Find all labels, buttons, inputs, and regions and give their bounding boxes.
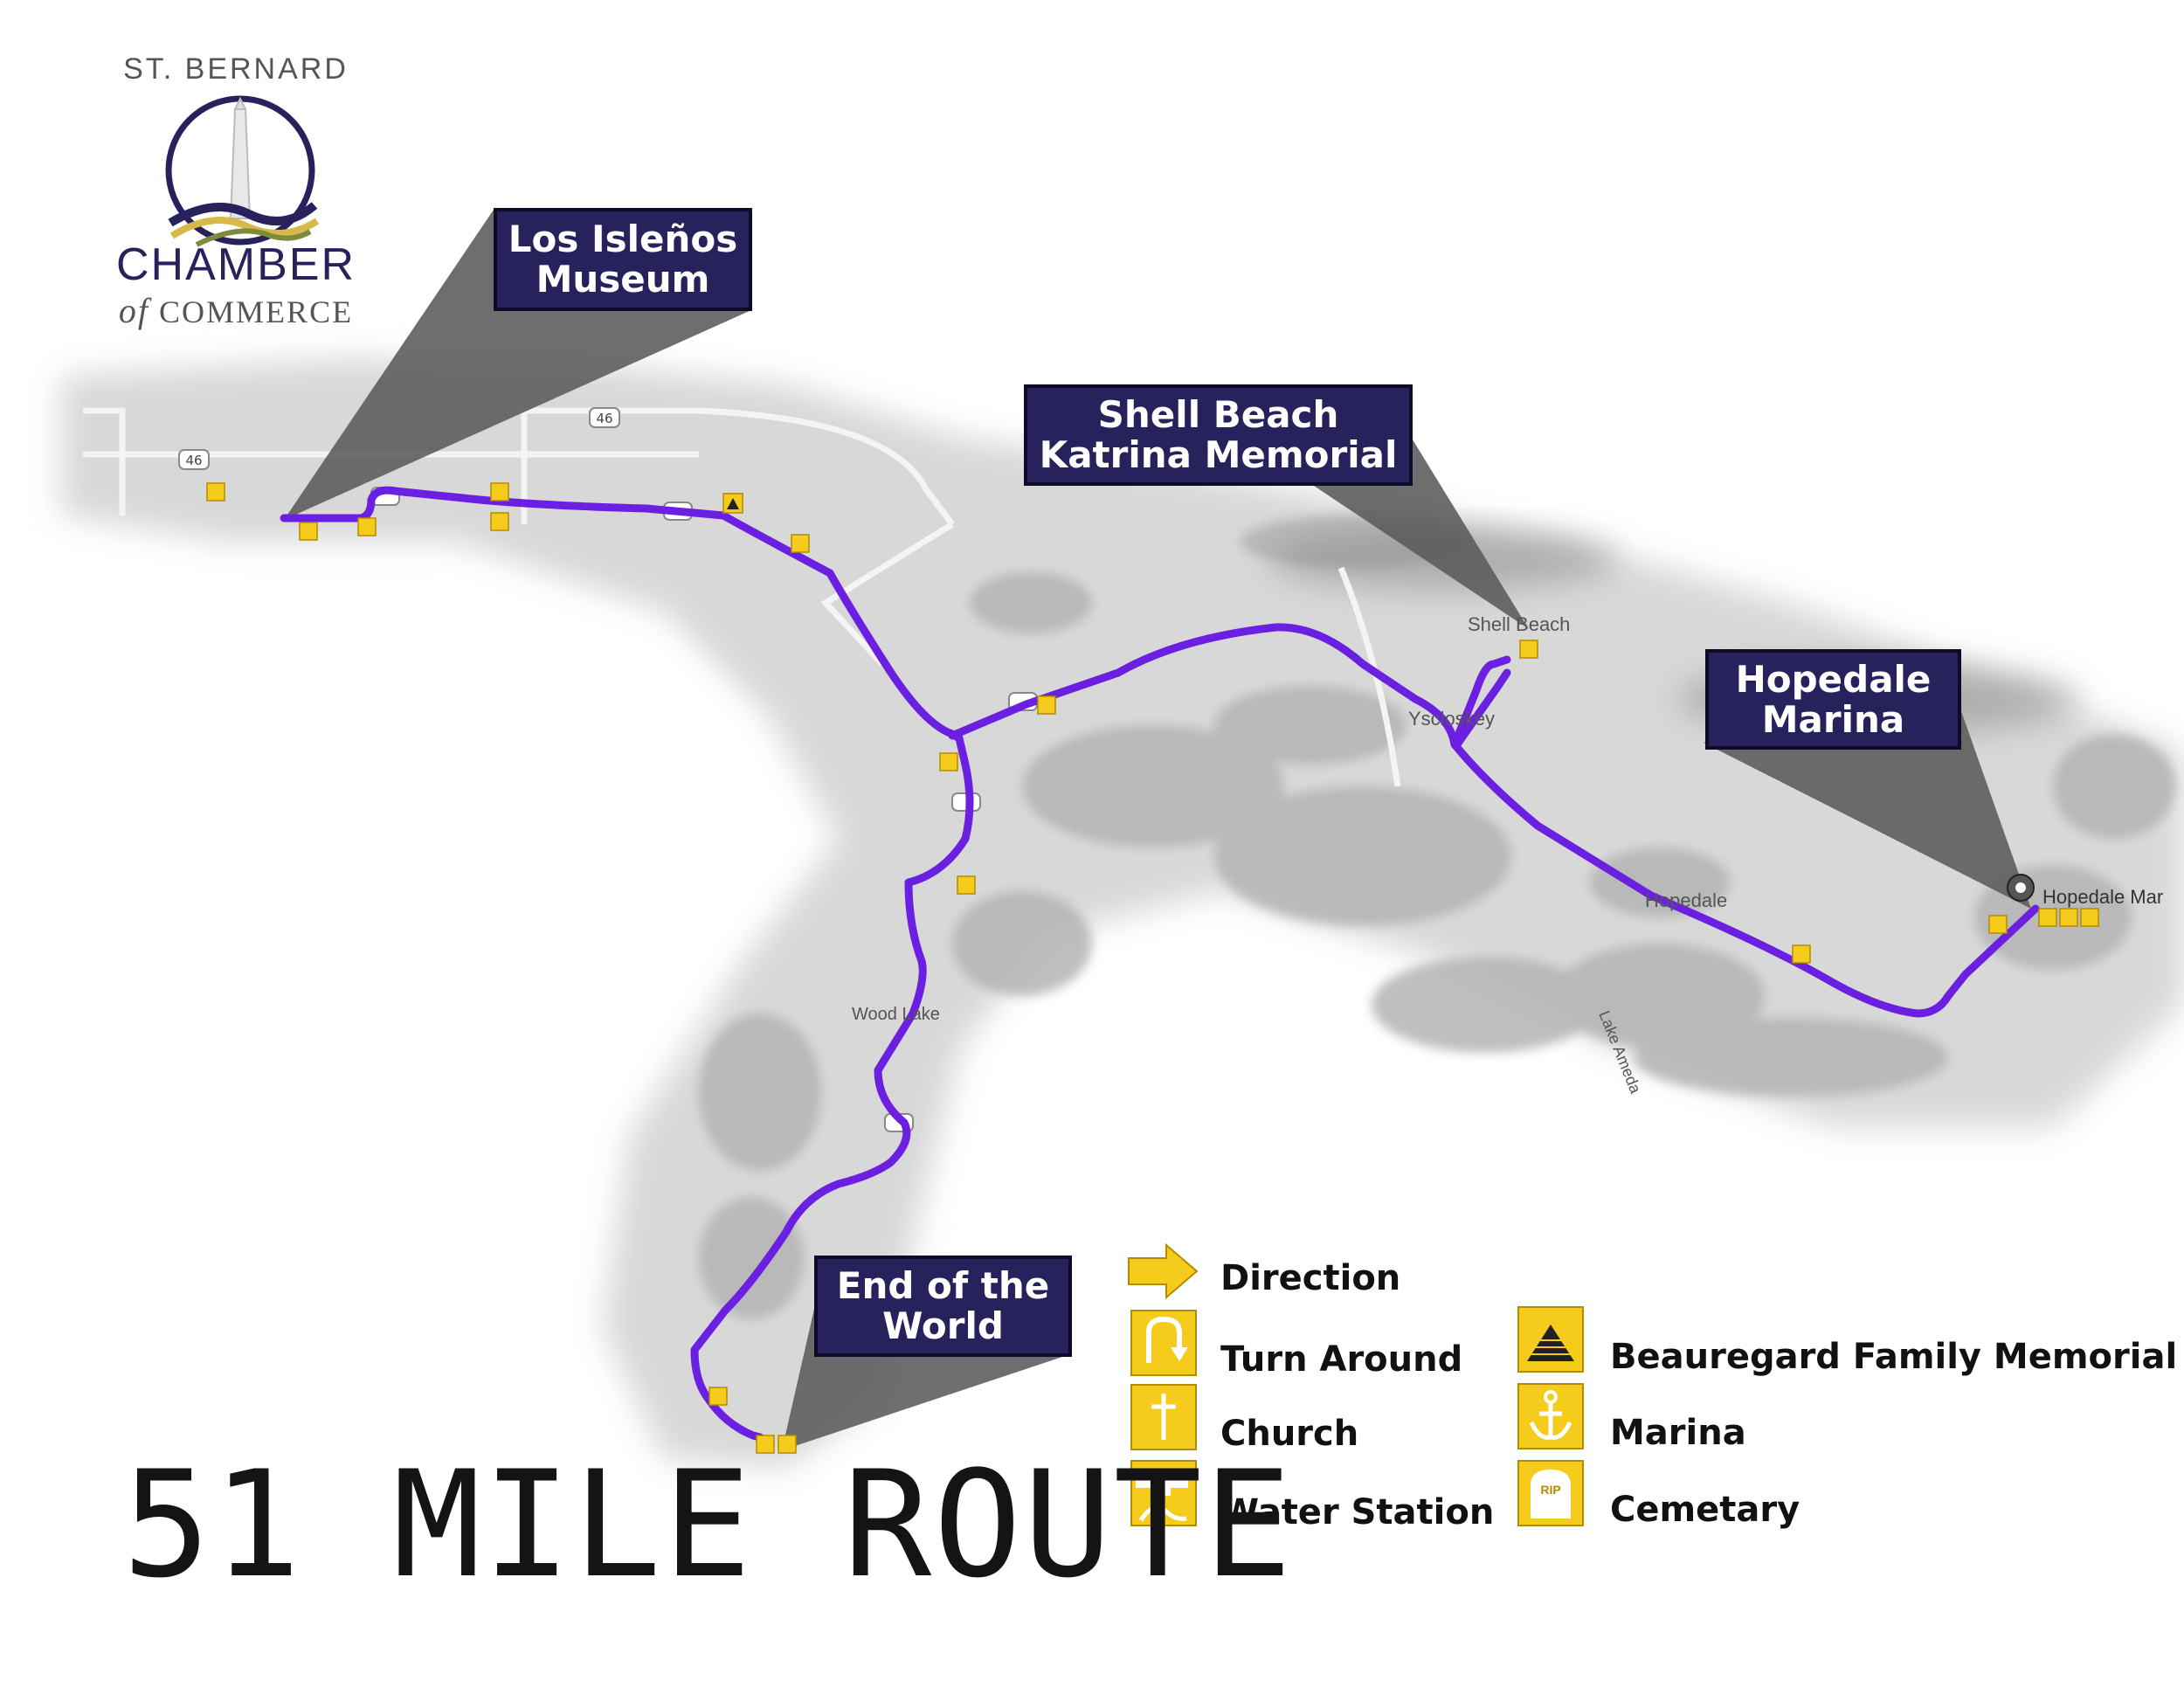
callout-line: World bbox=[882, 1304, 1004, 1347]
callout-end-of-the-world: End of the World bbox=[814, 1256, 1072, 1357]
legend-beauregard-label: Beauregard Family Memorial bbox=[1610, 1337, 2178, 1377]
legend-direction-icon bbox=[1128, 1242, 1199, 1300]
legend-direction-label: Direction bbox=[1220, 1258, 1401, 1298]
legend-turn-around-icon bbox=[1130, 1310, 1197, 1376]
place-label-hopedale: Hopedale bbox=[1645, 889, 1727, 911]
callout-hopedale-marina: Hopedale Marina bbox=[1705, 649, 1961, 750]
legend-water-station-icon bbox=[1130, 1460, 1197, 1526]
place-label-yscloskey: Yscloskey bbox=[1408, 708, 1495, 730]
place-label-shell-beach: Shell Beach bbox=[1468, 613, 1570, 635]
legend-beauregard-icon bbox=[1517, 1306, 1584, 1373]
logo-commerce-text: COMMERCE bbox=[159, 294, 354, 329]
callout-line: Hopedale bbox=[1735, 657, 1932, 701]
callout-line: Katrina Memorial bbox=[1039, 433, 1398, 476]
callout-line: End of the bbox=[836, 1264, 1050, 1307]
logo-top-text: ST. BERNARD bbox=[123, 52, 349, 86]
legend-cemetary-icon: RIP bbox=[1517, 1460, 1584, 1526]
shield-label: 46 bbox=[185, 453, 202, 468]
chamber-logo: ST. BERNARD CHAMBER of COMMERCE bbox=[109, 48, 371, 336]
logo-of-text: of bbox=[118, 291, 150, 330]
beauregard-marker bbox=[722, 493, 743, 514]
callout-line: Los Isleños bbox=[508, 218, 738, 260]
marsh-texture bbox=[699, 515, 2175, 1319]
route-icons bbox=[206, 482, 2099, 1454]
callout-line: Shell Beach bbox=[1097, 393, 1339, 436]
svg-text:RIP: RIP bbox=[1540, 1483, 1560, 1497]
road-shield-46-b: 46 bbox=[589, 407, 620, 428]
legend-water-station-label: Water Station bbox=[1220, 1492, 1495, 1532]
legend-church-label: Church bbox=[1220, 1414, 1359, 1454]
callout-los-islenos-museum: Los Isleños Museum bbox=[494, 208, 752, 311]
callout-shell-beach-katrina-memorial: Shell Beach Katrina Memorial bbox=[1024, 384, 1413, 486]
shield-label: 46 bbox=[596, 411, 612, 426]
legend-marina-icon bbox=[1517, 1383, 1584, 1449]
logo-chamber-text: CHAMBER bbox=[115, 239, 356, 290]
callout-line: Museum bbox=[536, 258, 710, 301]
legend-church-icon bbox=[1130, 1384, 1197, 1450]
callout-line: Marina bbox=[1761, 697, 1905, 741]
legend-marina-label: Marina bbox=[1610, 1413, 1746, 1453]
race-route bbox=[280, 486, 2040, 1442]
obelisk-logo-icon bbox=[165, 95, 319, 247]
legend-turn-around-label: Turn Around bbox=[1220, 1339, 1463, 1380]
place-label-hopedale-marina: Hopedale Mar bbox=[2042, 886, 2163, 908]
hopedale-pin-icon bbox=[2007, 874, 2035, 902]
legend-cemetary-label: Cemetary bbox=[1610, 1490, 1800, 1530]
place-label-wood-lake: Wood Lake bbox=[852, 1005, 940, 1024]
land-area bbox=[61, 358, 2184, 1468]
road-shield-46-a: 46 bbox=[178, 449, 210, 470]
logo-commerce-line: of COMMERCE bbox=[109, 290, 363, 331]
route-title: 51 MILE ROUTE bbox=[122, 1439, 1294, 1610]
